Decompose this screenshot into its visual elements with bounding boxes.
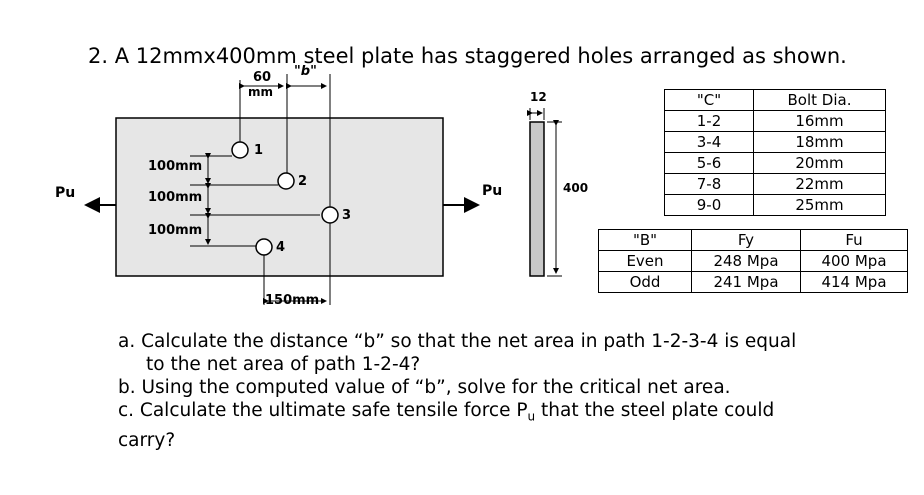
table-cell: Odd [598, 271, 692, 293]
table-cell: 25mm [753, 194, 886, 216]
header-b: "B" [598, 229, 692, 251]
question-c-text: c. Calculate the ultimate safe tensile f… [118, 400, 528, 421]
table-row: 7-8 22mm [664, 173, 886, 195]
table-cell: 22mm [753, 173, 886, 195]
hole-label-3: 3 [342, 208, 352, 223]
pu-right-label: Pu [482, 183, 503, 199]
table-cell: 20mm [753, 152, 886, 174]
table-cell: 241 Mpa [691, 271, 801, 293]
table-row: Odd 241 Mpa 414 Mpa [598, 271, 908, 293]
dim-150-label: 150mm [265, 293, 320, 308]
table-row: 1-2 16mm [664, 110, 886, 132]
header-bolt-dia: Bolt Dia. [753, 89, 886, 111]
steel-table-header: "B" Fy Fu [598, 229, 908, 251]
question-c-subscript: u [527, 409, 536, 424]
table-cell: 7-8 [664, 173, 754, 195]
table-row: 9-0 25mm [664, 194, 886, 216]
pu-left-label: Pu [55, 185, 76, 201]
hole-label-2: 2 [298, 174, 308, 189]
problem-title: 2. A 12mmx400mm steel plate has staggere… [88, 44, 847, 68]
question-a-line1: a. Calculate the distance “b” so that th… [118, 331, 797, 352]
table-row: 5-6 20mm [664, 152, 886, 174]
bolt-table-header: "C" Bolt Dia. [664, 89, 886, 111]
hole-label-4: 4 [276, 240, 286, 255]
steel-plate [115, 117, 444, 277]
dim-mm-label: mm [248, 85, 274, 99]
steel-strength-table: "B" Fy Fu Even 248 Mpa 400 Mpa Odd 241 M… [598, 229, 908, 293]
table-cell: Even [598, 250, 692, 272]
table-cell: 16mm [753, 110, 886, 132]
dim-b-label: "b" [294, 64, 317, 79]
plate-side-view [529, 121, 545, 277]
dim-60-label: 60 [253, 70, 272, 85]
hole-4 [255, 238, 273, 256]
question-c-line1: c. Calculate the ultimate safe tensile f… [118, 399, 878, 429]
questions-block: a. Calculate the distance “b” so that th… [118, 330, 878, 452]
hole-label-1: 1 [254, 143, 264, 158]
table-cell: 3-4 [664, 131, 754, 153]
header-fy: Fy [691, 229, 801, 251]
question-c-line2: carry? [118, 429, 176, 451]
table-cell: 18mm [753, 131, 886, 153]
question-b: b. Using the computed value of “b”, solv… [118, 377, 731, 398]
bolt-diameter-table: "C" Bolt Dia. 1-2 16mm 3-4 18mm 5-6 20mm… [664, 89, 886, 216]
table-cell: 9-0 [664, 194, 754, 216]
spacing-label-1: 100mm [148, 159, 203, 174]
spacing-label-2: 100mm [148, 190, 203, 205]
table-cell: 414 Mpa [800, 271, 908, 293]
table-cell: 5-6 [664, 152, 754, 174]
side-thickness-label: 12 [530, 90, 547, 104]
table-cell: 248 Mpa [691, 250, 801, 272]
hole-1 [231, 141, 249, 159]
hole-3 [321, 206, 339, 224]
hole-2 [277, 172, 295, 190]
table-cell: 400 Mpa [800, 250, 908, 272]
table-cell: 1-2 [664, 110, 754, 132]
table-row: 3-4 18mm [664, 131, 886, 153]
question-c-text-end: that the steel plate could [535, 400, 775, 421]
question-a-line2: to the net area of path 1-2-4? [146, 354, 421, 375]
table-row: Even 248 Mpa 400 Mpa [598, 250, 908, 272]
side-width-label: 400 [563, 181, 589, 195]
spacing-label-3: 100mm [148, 223, 203, 238]
header-c: "C" [664, 89, 754, 111]
header-fu: Fu [800, 229, 908, 251]
